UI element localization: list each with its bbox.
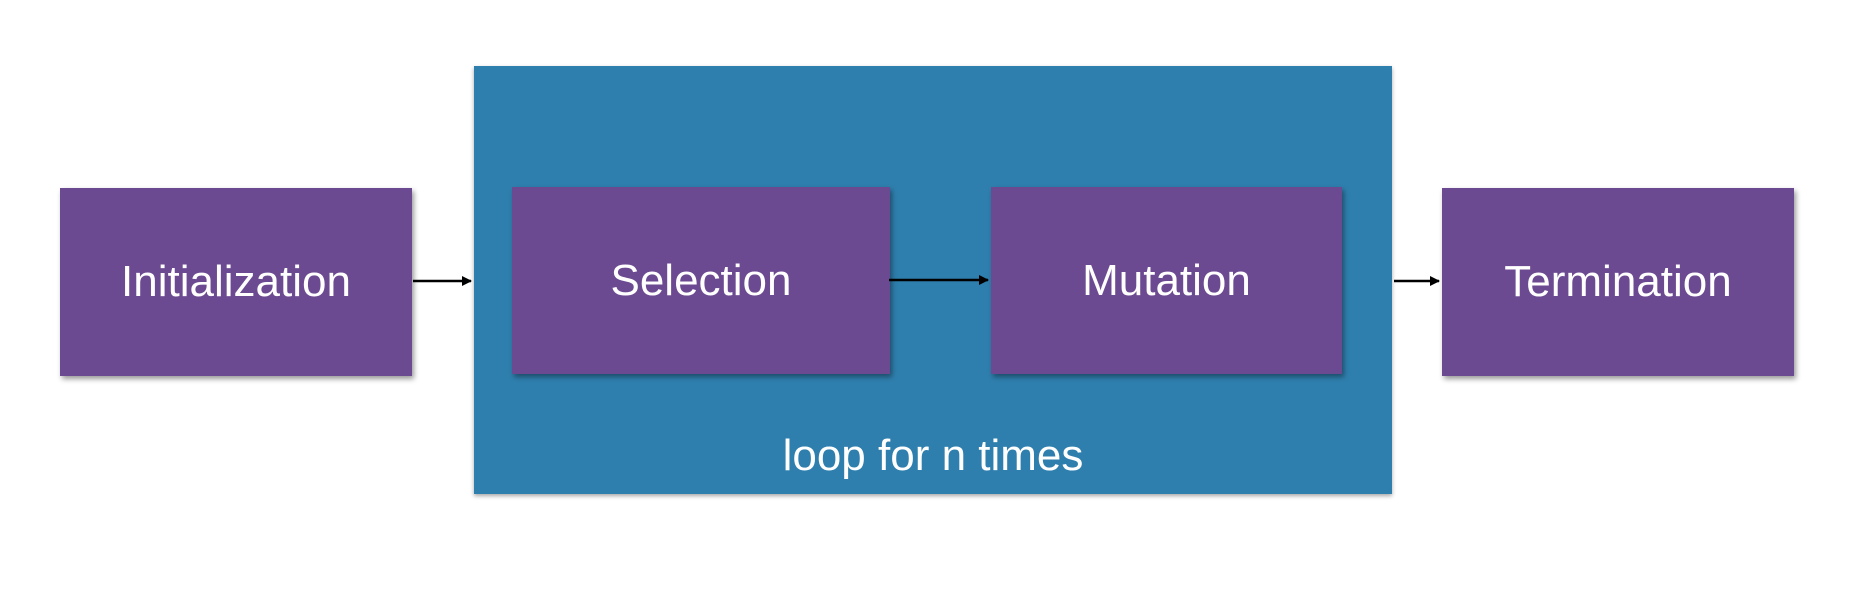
- loop-label: loop for n times: [782, 431, 1084, 480]
- termination-label: Termination: [1504, 257, 1732, 306]
- selection-node: Selection: [512, 187, 890, 374]
- termination-node: Termination: [1442, 188, 1794, 376]
- initialization-node: Initialization: [60, 188, 412, 376]
- selection-label: Selection: [610, 255, 792, 305]
- mutation-label: Mutation: [1082, 255, 1251, 305]
- initialization-label: Initialization: [121, 257, 351, 306]
- mutation-node: Mutation: [991, 187, 1342, 374]
